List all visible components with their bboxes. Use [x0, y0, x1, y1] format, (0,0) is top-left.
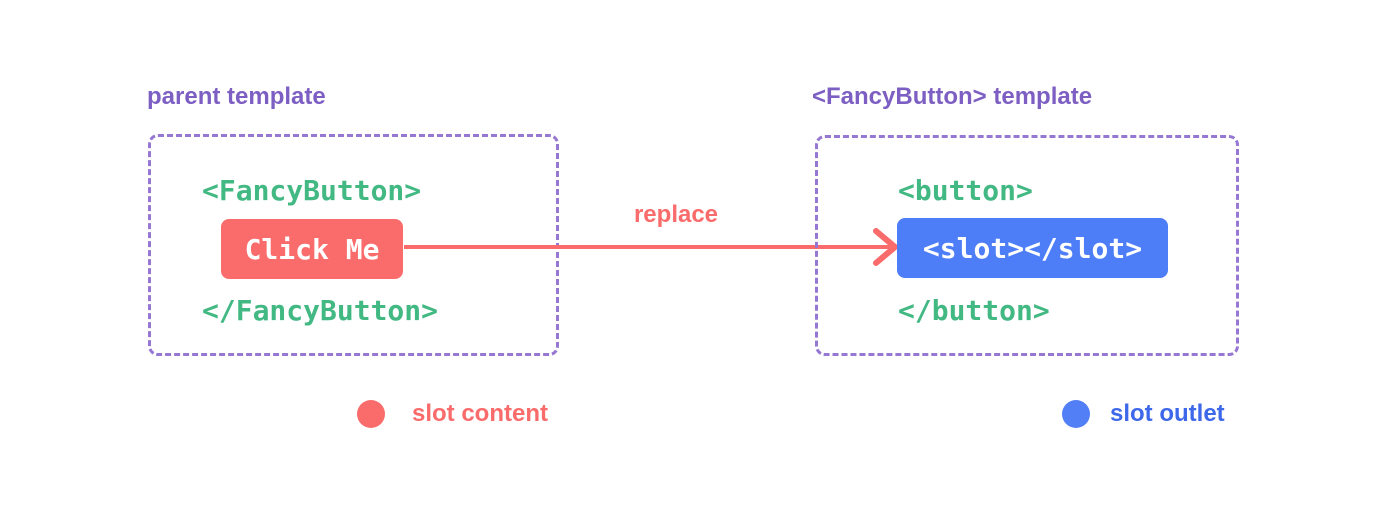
- slot-outlet-legend-label: slot outlet: [1110, 400, 1225, 427]
- parent-template-title: parent template: [147, 83, 326, 110]
- slot-content-dot-icon: [357, 400, 385, 428]
- fancybutton-template-box: [815, 135, 1239, 356]
- slot-outlet-chip: <slot></slot>: [897, 218, 1168, 278]
- replace-arrow: [404, 228, 898, 266]
- arrow-head: [873, 228, 898, 266]
- fancybutton-template-title: <FancyButton> template: [812, 83, 1093, 110]
- fancybutton-close-tag: </FancyButton>: [202, 294, 439, 327]
- button-open-tag: <button>: [898, 174, 1033, 207]
- fancybutton-open-tag: <FancyButton>: [202, 174, 422, 207]
- slot-outlet-dot-icon: [1062, 400, 1090, 428]
- slot-content-chip: Click Me: [221, 219, 403, 279]
- replace-label: replace: [633, 201, 719, 228]
- slot-content-legend-label: slot content: [412, 400, 548, 427]
- button-close-tag: </button>: [898, 294, 1050, 327]
